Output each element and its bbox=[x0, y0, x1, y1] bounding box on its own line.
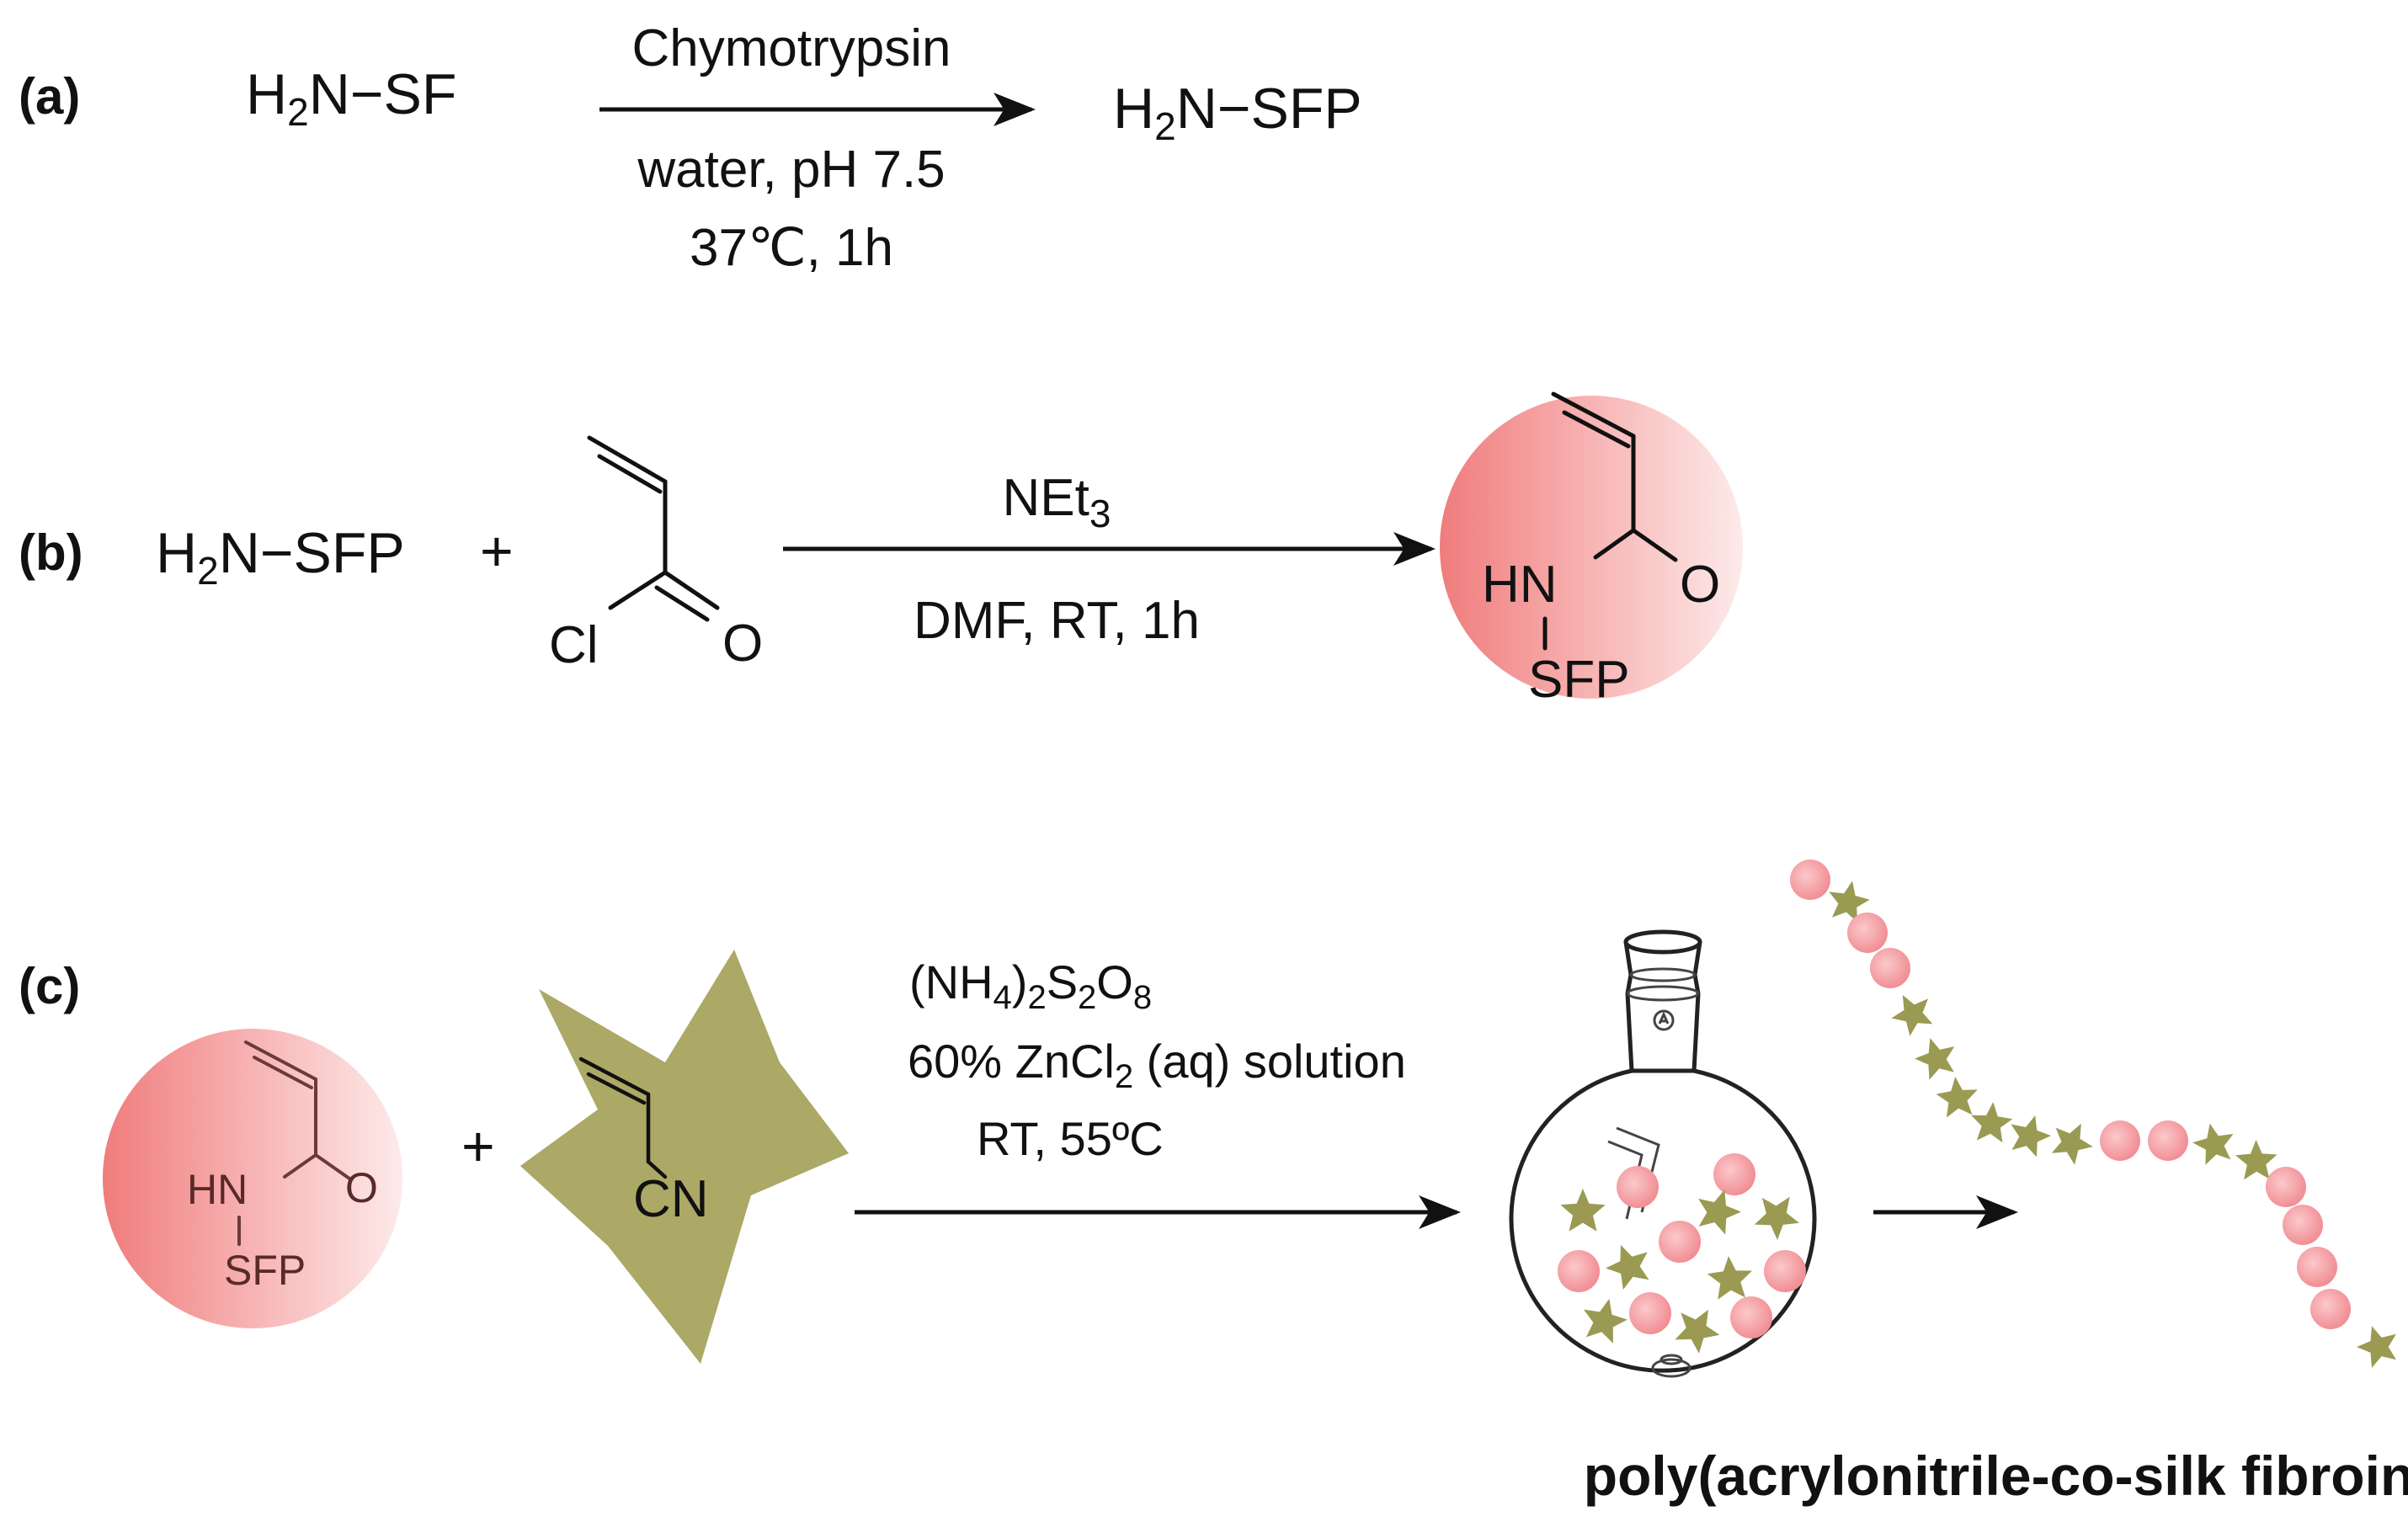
atom-o: O bbox=[722, 615, 763, 673]
atom-hn: HN bbox=[1482, 556, 1558, 614]
round-bottom-flask-icon bbox=[1509, 929, 1817, 1378]
flask-bead bbox=[1558, 1250, 1600, 1292]
chain-bead bbox=[2310, 1289, 2351, 1329]
flask-star bbox=[1560, 1189, 1606, 1232]
flask-star bbox=[1707, 1256, 1752, 1300]
panel-b-plus: + bbox=[480, 519, 514, 583]
chain-star bbox=[1891, 995, 1933, 1036]
monomer-sfp-sphere: HN O SFP bbox=[103, 1029, 402, 1328]
panel-a: (a) H2N−SF Chymotrypsin water, pH 7.5 37… bbox=[19, 19, 1362, 277]
panel-c-plus: + bbox=[461, 1115, 495, 1179]
product-name: poly(acrylonitrile-co-silk fibroin) bbox=[1584, 1445, 2408, 1507]
chain-star bbox=[2357, 1326, 2396, 1368]
chain-bead bbox=[2100, 1120, 2140, 1161]
panel-b-reagent: NEt3 bbox=[1003, 469, 1111, 535]
flask-bead bbox=[1730, 1296, 1772, 1338]
chain-star bbox=[2051, 1123, 2093, 1165]
panel-b: (b) H2N−SFP + Cl O NEt3 DMF, RT, 1h HN bbox=[19, 391, 1743, 709]
atom-sfp: SFP bbox=[224, 1247, 306, 1294]
flask-contents bbox=[1558, 1153, 1806, 1354]
chain-star bbox=[2192, 1123, 2234, 1165]
flask-bead bbox=[1659, 1221, 1701, 1263]
panel-a-label: (a) bbox=[19, 68, 80, 125]
atom-sfp: SFP bbox=[1528, 651, 1630, 709]
chain-star bbox=[2011, 1115, 2051, 1157]
chain-star bbox=[1829, 881, 1870, 923]
atom-o-product: O bbox=[1680, 556, 1720, 614]
flask-bead bbox=[1629, 1292, 1671, 1334]
chain-bead bbox=[2283, 1205, 2323, 1245]
panel-c-label: (c) bbox=[19, 958, 80, 1014]
panel-a-reactant: H2N−SF bbox=[246, 62, 456, 134]
atom-o: O bbox=[345, 1164, 378, 1211]
chain-star bbox=[2235, 1140, 2277, 1180]
chain-star bbox=[1936, 1077, 1978, 1118]
copolymer-chain-icon bbox=[1790, 859, 2396, 1368]
flask-star bbox=[1754, 1196, 1799, 1240]
panel-a-condition-1: water, pH 7.5 bbox=[637, 141, 945, 199]
flask-star bbox=[1698, 1189, 1741, 1235]
atom-hn: HN bbox=[187, 1166, 248, 1213]
chain-bead bbox=[2297, 1247, 2337, 1287]
chain-star bbox=[1971, 1102, 2013, 1143]
chain-star bbox=[1915, 1038, 1955, 1080]
acrylonitrile-star-icon bbox=[520, 950, 849, 1364]
chain-bead bbox=[1870, 948, 1910, 988]
panel-b-reactant-amine: H2N−SFP bbox=[156, 521, 405, 593]
flask-bead bbox=[1764, 1250, 1806, 1292]
acryloyl-chloride-structure: Cl O bbox=[549, 435, 763, 674]
panel-c-condition-2: 60% ZnCl2 (aq) solution bbox=[908, 1035, 1406, 1095]
sfp-acrylamide-sphere: HN O SFP bbox=[1440, 391, 1743, 709]
acrylonitrile-star: CN bbox=[520, 950, 849, 1364]
flask-star bbox=[1606, 1244, 1649, 1290]
panel-c-condition-3: RT, 55ºC bbox=[977, 1112, 1164, 1165]
sfp-sphere-icon bbox=[103, 1029, 402, 1328]
chain-bead bbox=[2266, 1167, 2306, 1207]
flask-bead bbox=[1617, 1166, 1659, 1208]
flask-star bbox=[1675, 1309, 1720, 1354]
chain-bead bbox=[2148, 1120, 2188, 1161]
flask-bead bbox=[1713, 1153, 1755, 1195]
atom-cn: CN bbox=[633, 1170, 709, 1228]
chain-bead bbox=[1847, 913, 1888, 953]
panel-a-product: H2N−SFP bbox=[1113, 77, 1362, 148]
chain-bead bbox=[1790, 859, 1830, 900]
panel-b-label: (b) bbox=[19, 524, 83, 581]
flask-star bbox=[1584, 1298, 1628, 1344]
panel-a-reagent: Chymotrypsin bbox=[632, 19, 951, 77]
sfp-sphere-icon bbox=[1440, 396, 1743, 699]
atom-cl: Cl bbox=[549, 616, 599, 674]
panel-c: (c) HN O SFP + CN (NH4)2S2O8 60% ZnCl2 (… bbox=[19, 859, 2408, 1507]
panel-b-conditions: DMF, RT, 1h bbox=[914, 592, 1200, 650]
panel-c-condition-1: (NH4)2S2O8 bbox=[909, 955, 1152, 1016]
panel-a-condition-2: 37℃, 1h bbox=[690, 219, 893, 277]
